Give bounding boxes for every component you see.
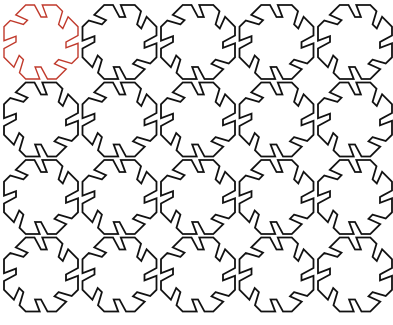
tile-outline: [240, 83, 314, 157]
tile-outline: [318, 83, 392, 157]
tile-outline: [4, 83, 78, 157]
tile-outline: [83, 5, 157, 79]
tile-outline: [161, 160, 235, 234]
tile-outline: [318, 160, 392, 234]
highlighted-tile: [4, 5, 78, 79]
tile-outline: [4, 238, 78, 312]
tile-outline: [318, 238, 392, 312]
tile-outline: [161, 83, 235, 157]
highlighted-tile-layer: [4, 5, 78, 79]
tile-outline: [4, 160, 78, 234]
tile-grid: [4, 5, 392, 312]
tile-outline: [240, 238, 314, 312]
tile-outline: [161, 5, 235, 79]
tile-outline: [318, 5, 392, 79]
tile-outline: [161, 238, 235, 312]
tile-outline: [83, 238, 157, 312]
tile-outline: [83, 83, 157, 157]
tile-outline: [83, 160, 157, 234]
tile-outline: [240, 5, 314, 79]
tile-outline: [240, 160, 314, 234]
